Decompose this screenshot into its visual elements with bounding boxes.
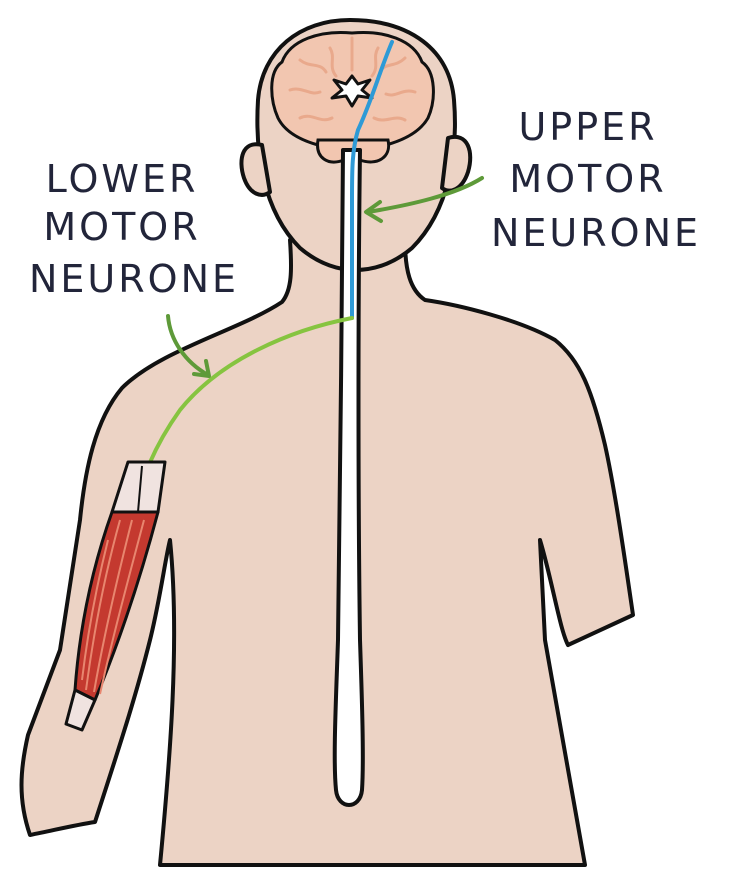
- upper-label-arrowhead: [364, 200, 383, 223]
- body-outline: [19, 238, 635, 867]
- upper-label-line-1: UPPER: [518, 105, 657, 149]
- spinal-cord: [332, 148, 365, 807]
- upper-label-arrow: [366, 176, 484, 214]
- muscle-tendon-bottom: [64, 688, 97, 732]
- brain-ventricle: [330, 74, 374, 108]
- upper-label-line-3: NEURONE: [491, 211, 701, 255]
- left-ear: [239, 142, 272, 197]
- upper-label-line-2: MOTOR: [509, 157, 666, 201]
- muscle: [64, 460, 167, 732]
- lower-label-line-3: NEURONE: [29, 257, 239, 301]
- lower-label-line-1: LOWER: [46, 157, 199, 201]
- lower-label-arrowhead: [192, 359, 211, 378]
- lower-label-line-2: MOTOR: [43, 205, 200, 249]
- lower-label-arrow: [166, 314, 210, 377]
- right-ear: [440, 134, 473, 193]
- upper-motor-neurone: [350, 40, 394, 320]
- lower-motor-neurone-label: LOWER MOTOR NEURONE: [29, 157, 239, 301]
- upper-motor-neurone-label: UPPER MOTOR NEURONE: [491, 105, 701, 255]
